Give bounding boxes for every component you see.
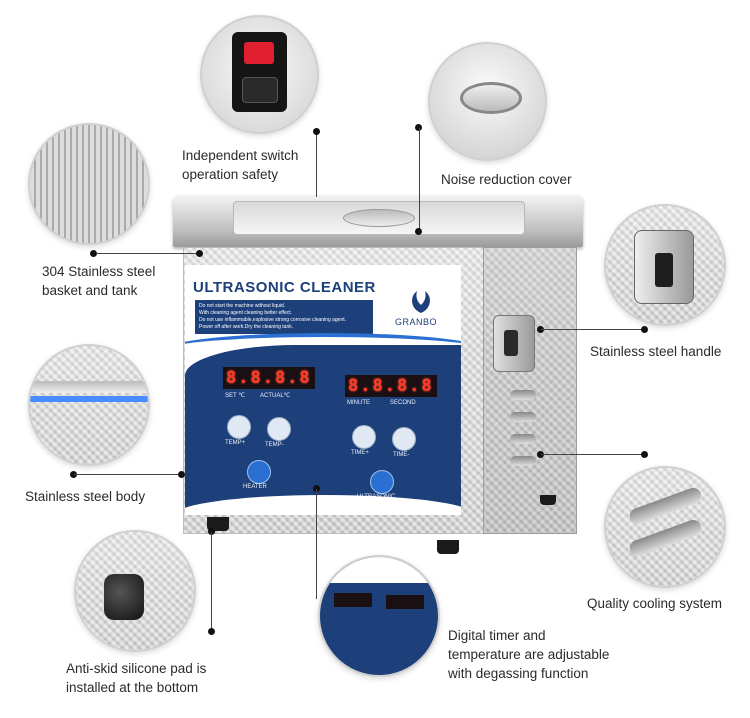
front-label: ULTRASONIC CLEANER Do not start the mach… — [185, 265, 461, 515]
cooling-callout-line — [541, 454, 645, 455]
warning-notes: Do not start the machine without liquid.… — [195, 300, 373, 334]
tank-lid — [173, 195, 583, 247]
temp-minus-label: TEMP- — [265, 442, 284, 448]
switch-detail-circle — [200, 15, 319, 134]
power-socket-icon — [242, 77, 278, 103]
set-temp-label: SET ℃ — [225, 393, 245, 399]
handle-callout: Stainless steel handle — [590, 344, 722, 359]
cover-detail-circle — [428, 42, 547, 161]
temperature-display: 8.8.8.8 — [223, 367, 315, 389]
switch-callout-line-2: operation safety — [182, 167, 279, 182]
pad-callout-line-2: installed at the bottom — [66, 680, 199, 695]
timer-callout-line-1: Digital timer and — [448, 628, 546, 643]
rocker-switch-icon — [244, 42, 274, 64]
timer-callout-line-3: with degassing function — [448, 666, 589, 681]
time-minus-button[interactable] — [392, 427, 416, 451]
pad-callout-line-1: Anti-skid silicone pad is — [66, 661, 207, 676]
body-detail-circle — [28, 344, 150, 466]
body-callout-line — [74, 474, 184, 475]
pad-detail-circle — [74, 530, 196, 652]
temp-plus-button[interactable] — [227, 415, 251, 439]
time-plus-button[interactable] — [352, 425, 376, 449]
ultrasonic-button[interactable] — [370, 470, 394, 494]
note-2: With cleaning agent cleaning better effe… — [199, 310, 293, 316]
control-panel: 8.8.8.8 SET ℃ ACTUAL℃ 8.8.8.8 MINUTE SEC… — [185, 333, 461, 515]
basket-callout-line-1: 304 Stainless steel — [42, 264, 156, 279]
timer-callout: Digital timer and temperature are adjust… — [448, 626, 609, 683]
foot-right — [437, 540, 459, 554]
body-callout: Stainless steel body — [25, 489, 146, 504]
cooling-vents — [510, 390, 540, 490]
time-plus-label: TIME+ — [351, 450, 369, 456]
note-3: Do not use inflammable,explosive strong … — [199, 317, 347, 323]
switch-callout-line-1: Independent switch — [182, 148, 299, 163]
panel-detail-circle — [318, 555, 440, 677]
actual-temp-label: ACTUAL℃ — [260, 393, 291, 399]
heater-label: HEATER — [243, 484, 267, 490]
time-display: 8.8.8.8 — [345, 375, 437, 397]
cooling-callout: Quality cooling system — [587, 596, 723, 611]
pad-callout: Anti-skid silicone pad is installed at t… — [66, 659, 206, 697]
lid-knob — [343, 209, 415, 227]
time-minus-label: TIME- — [393, 452, 410, 458]
heater-button[interactable] — [247, 460, 271, 484]
basket-callout: 304 Stainless steel basket and tank — [42, 262, 155, 300]
cover-callout-line — [419, 128, 420, 232]
handle-detail-circle — [604, 204, 726, 326]
brand-name: GRANBO — [395, 317, 438, 327]
pad-callout-line — [211, 532, 212, 634]
side-handle — [493, 315, 535, 372]
foot-back — [540, 495, 556, 505]
minute-label: MINUTE — [347, 400, 370, 406]
brand-logo-icon — [405, 287, 437, 315]
panel-callout-line — [316, 489, 317, 599]
cover-callout: Noise reduction cover — [441, 172, 572, 187]
temp-minus-button[interactable] — [267, 417, 291, 441]
temp-plus-label: TEMP+ — [225, 440, 246, 446]
switch-callout-line — [316, 132, 317, 197]
ultrasonic-cleaner-device: ULTRASONIC CLEANER Do not start the mach… — [165, 195, 590, 570]
basket-callout-line — [96, 253, 200, 254]
foot-left — [207, 517, 229, 531]
switch-callout: Independent switch operation safety — [182, 146, 298, 184]
cooling-detail-circle — [604, 466, 726, 588]
basket-callout-line-2: basket and tank — [42, 283, 138, 298]
basket-detail-circle — [28, 123, 150, 245]
timer-callout-line-2: temperature are adjustable — [448, 647, 610, 662]
silicone-pad-icon — [104, 574, 144, 620]
handle-callout-line — [541, 329, 645, 330]
device-title: ULTRASONIC CLEANER — [193, 279, 376, 296]
second-label: SECOND — [390, 400, 416, 406]
note-4: Power off after work.Dry the cleaning ta… — [199, 324, 294, 330]
note-1: Do not start the machine without liquid. — [199, 303, 286, 309]
